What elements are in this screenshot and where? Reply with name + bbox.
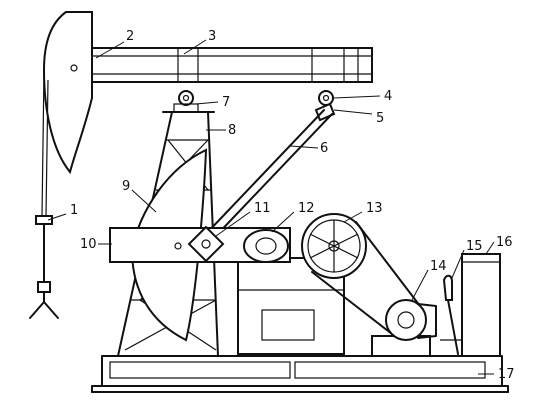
label-3: 3	[208, 29, 216, 44]
label-13: 13	[366, 201, 383, 216]
label-10: 10	[80, 237, 97, 252]
belt-pulley	[301, 213, 367, 279]
label-17: 17	[498, 367, 515, 382]
center-bearing	[173, 90, 199, 113]
label-14: 14	[430, 259, 447, 274]
control-box	[461, 253, 501, 357]
motor	[371, 299, 437, 357]
label-6: 6	[320, 141, 328, 156]
label-5: 5	[376, 111, 384, 126]
label-1: 1	[70, 203, 78, 218]
label-4: 4	[384, 89, 392, 104]
callout-labels: 1 2 3 4 5 6 7 8 9 10 11 12 13 14 15 16 1…	[70, 29, 515, 382]
pitman-rod	[203, 109, 333, 241]
drive-belt	[311, 221, 421, 335]
label-2: 2	[126, 29, 134, 44]
label-15: 15	[466, 239, 483, 254]
horsehead	[42, 11, 93, 175]
label-7: 7	[222, 95, 230, 110]
tail-bearing	[314, 90, 336, 122]
label-8: 8	[228, 123, 236, 138]
label-9: 9	[122, 179, 130, 194]
base-skid	[91, 355, 509, 393]
label-12: 12	[298, 201, 315, 216]
leader-lines	[47, 39, 495, 375]
label-11: 11	[254, 201, 271, 216]
label-16: 16	[496, 235, 513, 250]
crank-pin	[187, 225, 225, 263]
walking-beam	[81, 47, 373, 83]
brake-wheel	[243, 229, 289, 263]
brake-lever	[440, 274, 466, 355]
wireline-hanger	[29, 69, 59, 319]
